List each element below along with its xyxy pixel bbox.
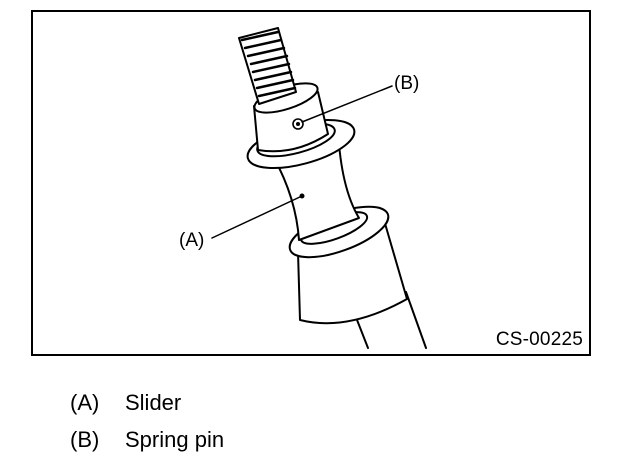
- legend-text: Spring pin: [125, 427, 225, 452]
- figure-frame: (B) (A) CS-00225: [31, 10, 591, 356]
- legend-item-slider: (A) Slider: [70, 384, 224, 421]
- slider-assembly-illustration: [211, 27, 427, 349]
- legend-key: (B): [70, 427, 100, 452]
- legend: (A) Slider (B) Spring pin: [70, 384, 224, 458]
- callout-label-a: (A): [179, 230, 205, 251]
- figure-id: CS-00225: [495, 329, 583, 350]
- legend-item-spring-pin: (B) Spring pin: [70, 421, 224, 458]
- callout-label-b: (B): [394, 73, 420, 94]
- legend-key: (A): [70, 390, 100, 415]
- legend-text: Slider: [125, 390, 182, 415]
